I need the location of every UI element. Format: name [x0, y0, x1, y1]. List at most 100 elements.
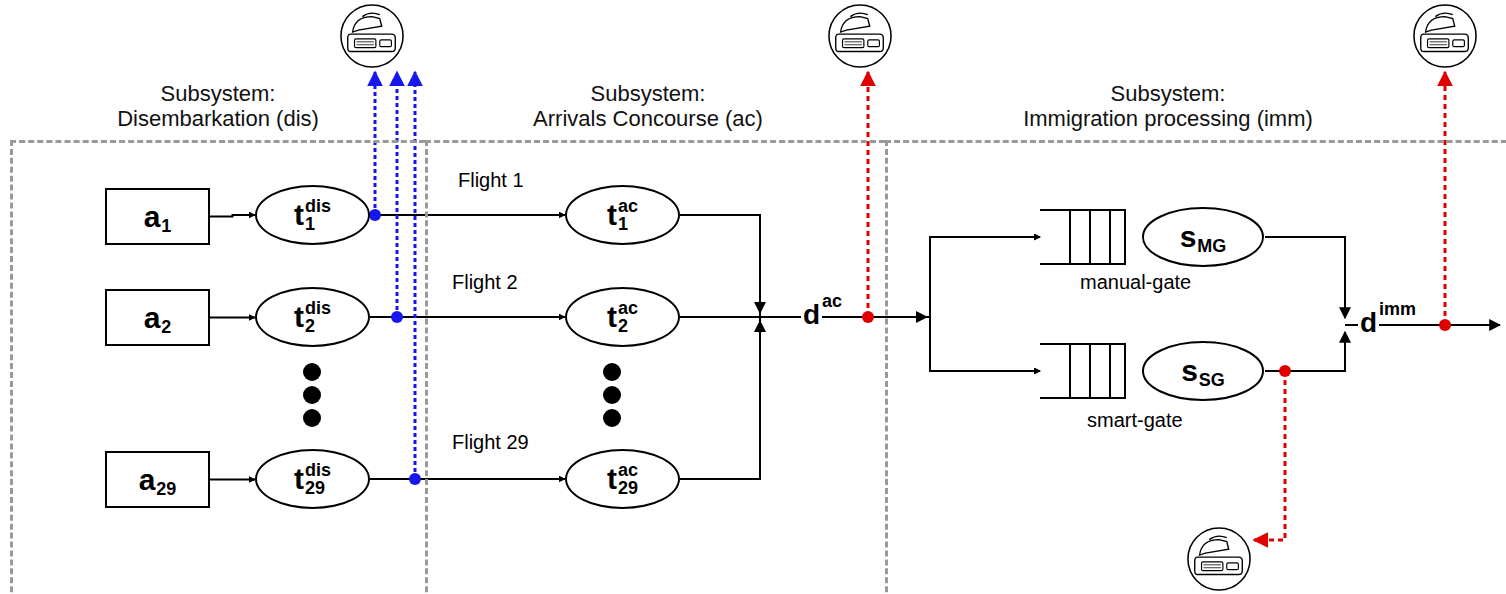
- server-text-holder: sMG: [1143, 206, 1263, 268]
- flow-arrow: [680, 215, 1040, 371]
- blue-sensor-dots: [369, 209, 421, 485]
- math-label: tac29: [607, 461, 638, 497]
- script-stack: 29: [156, 462, 176, 498]
- script-stack: ac1: [618, 197, 638, 233]
- script-stack: MG: [1197, 219, 1226, 255]
- math-label: tac2: [607, 299, 638, 335]
- server-circle: [1143, 208, 1263, 266]
- queue-server: sMG: [1040, 206, 1265, 268]
- queue-buffer: [1040, 210, 1125, 264]
- flow-arrow: [680, 317, 1040, 479]
- symbol-base: s: [1180, 222, 1197, 252]
- math-label: sSG: [1181, 353, 1225, 389]
- superscript: [156, 462, 176, 480]
- arrival-box: a1: [105, 188, 210, 245]
- superscript: ac: [618, 197, 638, 215]
- queue-buffer: [1040, 344, 1125, 398]
- flow-label: smart-gate: [1087, 410, 1183, 430]
- flow-arrow: [210, 215, 255, 217]
- heading-line: Subsystem:: [968, 81, 1368, 106]
- subscript: 1: [618, 215, 638, 233]
- symbol-base: a: [139, 465, 156, 495]
- superscript: dis: [305, 299, 331, 317]
- subscript: 29: [156, 480, 176, 498]
- subscript: 29: [618, 479, 638, 497]
- heading-line: Immigration processing (imm): [968, 106, 1368, 131]
- script-stack: dis29: [305, 461, 331, 497]
- ellipsis-dots: [303, 363, 621, 427]
- queue-server-shape: [1040, 340, 1265, 402]
- heading-line: Subsystem:: [18, 81, 418, 106]
- subscript: 1: [161, 217, 171, 235]
- heading-line: Disembarkation (dis): [18, 106, 418, 131]
- script-stack: dis2: [305, 299, 331, 335]
- superscript: [1199, 353, 1225, 371]
- flow-arrow: [680, 215, 1040, 317]
- server-circle: [1143, 342, 1263, 400]
- process-circle: tdis2: [255, 287, 370, 347]
- superscript: dis: [305, 197, 331, 215]
- superscript: [161, 199, 171, 217]
- script-stack: 1: [161, 199, 171, 235]
- subsystem-region: Subsystem:Disembarkation (dis)a1tdis1a2t…: [10, 140, 425, 594]
- flow-arrow: [680, 237, 1040, 479]
- subscript: MG: [1197, 237, 1226, 255]
- blue-sensor-links: [375, 72, 415, 479]
- server-text-holder: sSG: [1143, 340, 1263, 402]
- script-stack: ac29: [618, 461, 638, 497]
- scanner-icons: [341, 5, 1476, 590]
- math-label: a29: [139, 462, 177, 498]
- subsystem-heading: Subsystem:Immigration processing (imm): [968, 81, 1368, 131]
- subscript: 2: [618, 317, 638, 335]
- math-label: a1: [144, 199, 172, 235]
- symbol-base: t: [607, 200, 617, 230]
- subsystem-region: Subsystem:Arrivals Concourse (ac)tac1tac…: [425, 140, 885, 594]
- math-label: tdis29: [294, 461, 331, 497]
- symbol-base: t: [607, 464, 617, 494]
- superscript: ac: [618, 299, 638, 317]
- math-label: tac1: [607, 197, 638, 233]
- subsystem-region: Subsystem:Immigration processing (imm)sM…: [885, 140, 1506, 594]
- signal-label: d: [1358, 309, 1379, 337]
- queue-server: sSG: [1040, 340, 1265, 402]
- superscript: [1197, 219, 1226, 237]
- symbol-base: a: [144, 202, 161, 232]
- symbol-base: t: [294, 464, 304, 494]
- script-stack: 2: [161, 300, 171, 336]
- math-label: a2: [144, 300, 172, 336]
- flow-arrow: [680, 317, 1040, 371]
- math-label: tdis1: [294, 197, 331, 233]
- immigration-output: [1265, 237, 1500, 371]
- superscript: dis: [305, 461, 331, 479]
- process-circle: tdis1: [255, 185, 370, 245]
- process-circle: tac29: [565, 449, 680, 509]
- script-stack: dis1: [305, 197, 331, 233]
- flow-arrow: [210, 317, 255, 319]
- math-label: sMG: [1180, 219, 1227, 255]
- symbol-base: t: [607, 302, 617, 332]
- subscript: 2: [305, 317, 331, 335]
- flow-label: manual-gate: [1080, 272, 1191, 292]
- signal-label: ac: [820, 292, 844, 310]
- signal-label: imm: [1377, 300, 1418, 318]
- symbol-base: t: [294, 302, 304, 332]
- subsystem-heading: Subsystem:Arrivals Concourse (ac): [448, 81, 848, 131]
- flow-label: Flight 1: [458, 170, 524, 190]
- math-label: tdis2: [294, 299, 331, 335]
- subsystem-heading: Subsystem:Disembarkation (dis): [18, 81, 418, 131]
- flow-arrow: [370, 214, 565, 216]
- signal-label: d: [801, 301, 822, 329]
- superscript: [161, 300, 171, 318]
- process-circle: tdis29: [255, 449, 370, 509]
- queue-server-shape: [1040, 206, 1265, 268]
- arrival-box: a2: [105, 289, 210, 346]
- script-stack: ac2: [618, 299, 638, 335]
- symbol-base: a: [144, 303, 161, 333]
- symbol-base: t: [294, 200, 304, 230]
- flow-arrow: [210, 479, 255, 481]
- flow-label: Flight 29: [452, 432, 529, 452]
- superscript: ac: [618, 461, 638, 479]
- flow-arrow: [680, 237, 1040, 317]
- flow-label: Flight 2: [452, 272, 518, 292]
